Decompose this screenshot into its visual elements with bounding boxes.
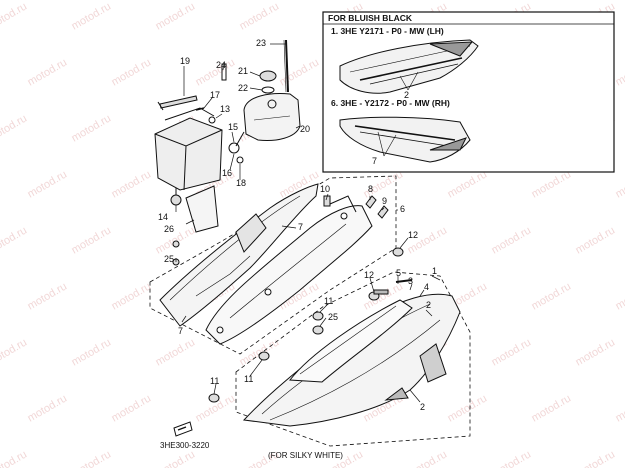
watermark-text: motod.ru xyxy=(446,168,490,200)
watermark-text: motod.ru xyxy=(406,448,450,468)
watermark-text: motod.ru xyxy=(26,392,70,424)
watermark-text: motod.ru xyxy=(70,224,114,256)
watermark-text: motod.ru xyxy=(530,168,574,200)
watermark-text: motod.ru xyxy=(614,392,625,424)
callout-11-b: 11 xyxy=(244,374,253,384)
inset-header: FOR BLUISH BLACK xyxy=(328,13,413,23)
watermark-text: motod.ru xyxy=(110,392,154,424)
callout-leaders-bottom xyxy=(175,193,441,403)
watermark-text: motod.ru xyxy=(70,336,114,368)
callout-14: 14 xyxy=(158,212,168,222)
group-frame-right xyxy=(235,271,471,447)
callout-7-a: 7 xyxy=(298,222,303,232)
callout-22: 22 xyxy=(238,83,248,93)
callout-25-a: 25 xyxy=(164,254,174,264)
watermark-text: motod.ru xyxy=(490,224,534,256)
watermark-text: motod.ru xyxy=(154,448,198,468)
callout-13: 13 xyxy=(220,104,230,114)
callout-6: 6 xyxy=(400,204,405,214)
inset-rh-cover-drawing xyxy=(339,116,471,163)
watermark-text: motod.ru xyxy=(614,280,625,312)
callout-15: 15 xyxy=(228,122,238,132)
callout-25-b: 25 xyxy=(328,312,338,322)
callout-11-c: 11 xyxy=(210,376,219,386)
watermark-text: motod.ru xyxy=(446,392,490,424)
callout-2-b: 2 xyxy=(420,402,425,412)
callout-19: 19 xyxy=(180,56,190,66)
callout-7-b: 7 xyxy=(178,326,183,336)
watermark-text: motod.ru xyxy=(0,336,29,368)
watermark-text: motod.ru xyxy=(278,56,322,88)
watermark-text: motod.ru xyxy=(26,56,70,88)
callout-11-a: 11 xyxy=(324,296,333,306)
callout-21: 21 xyxy=(238,66,248,76)
callout-18: 18 xyxy=(236,178,246,188)
callout-2-a: 2 xyxy=(426,300,431,310)
callout-leaders-top xyxy=(175,43,301,225)
side-cover-lh-outer xyxy=(159,183,319,327)
callout-9: 9 xyxy=(382,196,387,206)
watermark-text: motod.ru xyxy=(238,0,282,32)
callout-23: 23 xyxy=(256,38,266,48)
callout-10: 10 xyxy=(320,184,330,194)
callout-3: 3 xyxy=(408,276,413,286)
color-variant-inset: FOR BLUISH BLACK 1. 3HE Y2171 - P0 - MW … xyxy=(322,11,615,173)
watermark-text: motod.ru xyxy=(0,0,29,32)
callout-24: 24 xyxy=(216,60,226,70)
reservoir-tank-drawing xyxy=(221,39,301,164)
callout-5: 5 xyxy=(396,268,401,278)
watermark-text: motod.ru xyxy=(530,280,574,312)
watermark-text: motod.ru xyxy=(154,0,198,32)
battery-box-drawing xyxy=(154,95,223,233)
watermark-text: motod.ru xyxy=(70,112,114,144)
fasteners-middle xyxy=(172,195,404,403)
watermark-text: motod.ru xyxy=(574,448,618,468)
watermark-text: motod.ru xyxy=(0,112,29,144)
inset-part-rh: 6. 3HE - Y2172 - P0 - MW (RH) xyxy=(331,98,450,108)
footer-variant-note: (FOR SILKY WHITE) xyxy=(268,451,343,460)
callout-17: 17 xyxy=(210,90,220,100)
watermark-text: motod.ru xyxy=(26,280,70,312)
watermark-text: motod.ru xyxy=(0,224,29,256)
watermark-text: motod.ru xyxy=(110,168,154,200)
callout-20: 20 xyxy=(300,124,310,134)
watermark-text: motod.ru xyxy=(154,336,198,368)
callout-4: 4 xyxy=(424,282,429,292)
front-arrow-icon xyxy=(173,421,193,437)
watermark-text: motod.ru xyxy=(530,392,574,424)
watermark-text: motod.ru xyxy=(490,336,534,368)
callout-16: 16 xyxy=(222,168,232,178)
watermark-text: motod.ru xyxy=(614,168,625,200)
diagram-code: 3HE300-3220 xyxy=(160,441,210,450)
inset-part-lh: 1. 3HE Y2171 - P0 - MW (LH) xyxy=(331,26,444,36)
watermark-text: motod.ru xyxy=(110,56,154,88)
watermark-text: motod.ru xyxy=(574,336,618,368)
callout-12-b: 12 xyxy=(364,270,374,280)
watermark-text: motod.ru xyxy=(490,448,534,468)
watermark-text: motod.ru xyxy=(70,448,114,468)
watermark-text: motod.ru xyxy=(614,56,625,88)
watermark-text: motod.ru xyxy=(574,224,618,256)
callout-1: 1 xyxy=(432,266,437,276)
inset-callout-7: 7 xyxy=(372,156,377,166)
inset-callout-2: 2 xyxy=(404,90,409,100)
watermark-text: motod.ru xyxy=(154,224,198,256)
watermark-text: motod.ru xyxy=(26,168,70,200)
watermark-text: motod.ru xyxy=(0,448,29,468)
callout-12-a: 12 xyxy=(408,230,418,240)
watermark-text: motod.ru xyxy=(110,280,154,312)
callout-26: 26 xyxy=(164,224,174,234)
watermark-text: motod.ru xyxy=(70,0,114,32)
side-cover-inner xyxy=(205,195,373,345)
inset-lh-cover-drawing xyxy=(339,39,479,94)
side-cover-rh-inner xyxy=(289,299,413,383)
callout-8: 8 xyxy=(368,184,373,194)
callout-numbers: 19 24 23 21 22 17 13 15 20 16 18 14 26 1… xyxy=(158,38,437,412)
